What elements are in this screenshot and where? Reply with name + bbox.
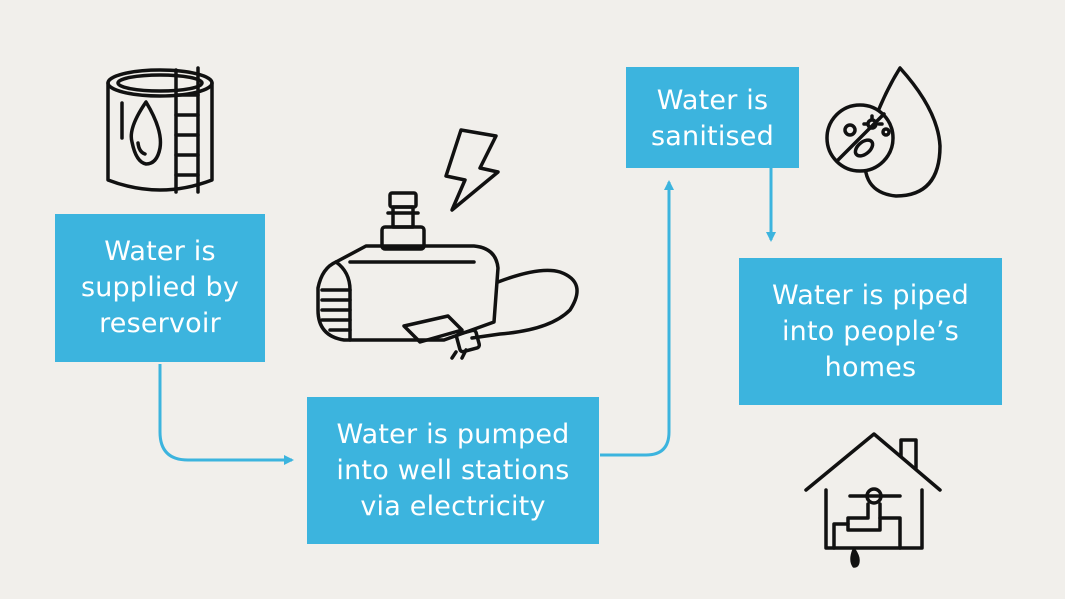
step-pumped-line-1: Water is pumped	[336, 418, 570, 450]
step-reservoir-line-3: reservoir	[99, 308, 221, 339]
step-pumped-line-2: into well stations	[336, 454, 570, 486]
step-reservoir-line-1: Water is	[104, 236, 216, 267]
sanitised-water-drop-icon	[825, 66, 942, 198]
house-tap-icon	[804, 432, 942, 568]
reservoir-tank-icon	[106, 66, 214, 194]
step-pumped-line-3: via electricity	[360, 490, 546, 522]
step-reservoir-line-2: supplied by	[80, 272, 240, 303]
step-homes-line-3: homes	[824, 351, 917, 383]
arrow-reservoir-to-pump	[158, 364, 294, 465]
step-sanitised-box: Water is sanitised	[626, 67, 799, 168]
arrow-pump-to-sanitised	[600, 180, 674, 457]
step-homes-line-1: Water is piped	[772, 279, 969, 311]
step-pumped-box: Water is pumped into well stations via e…	[307, 397, 599, 544]
water-pump-icon	[316, 191, 579, 360]
step-homes-box: Water is piped into people’s homes	[739, 258, 1002, 405]
step-homes-line-2: into people’s	[781, 315, 960, 347]
lightning-bolt-icon	[444, 128, 500, 212]
step-sanitised-line-2: sanitised	[651, 120, 774, 152]
step-reservoir-box: Water is supplied by reservoir	[55, 214, 265, 362]
step-sanitised-line-1: Water is	[656, 84, 769, 116]
